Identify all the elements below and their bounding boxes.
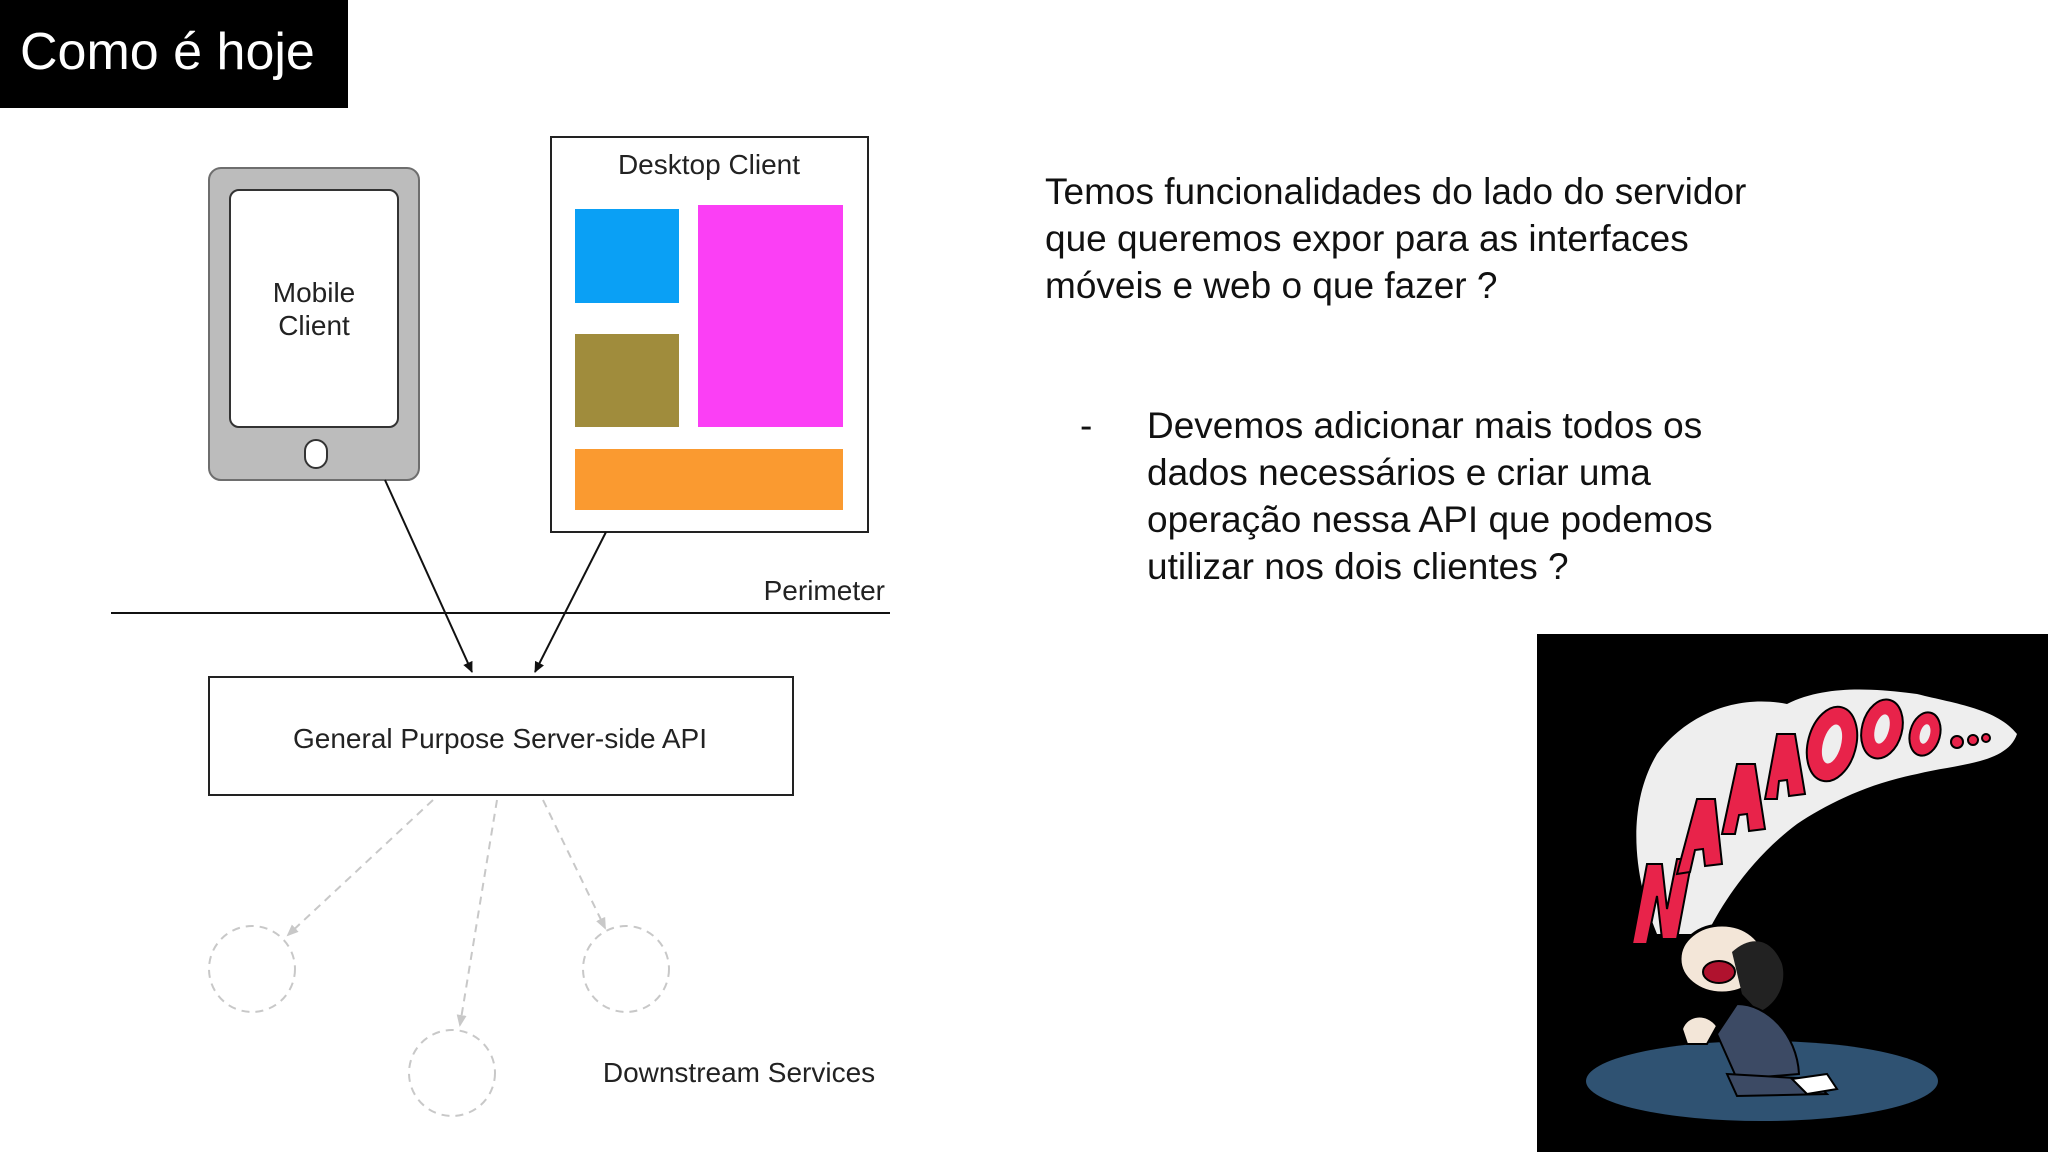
question-paragraph: Temos funcionalidades do lado do servido… [1045,171,1747,306]
api-box-label: General Purpose Server-side API [293,723,707,754]
mobile-client-device: Mobile Client [208,167,420,481]
desktop-client-label: Desktop Client [618,149,800,180]
api-box [208,676,794,796]
perimeter-label: Perimeter [764,575,885,606]
desktop-panel-magenta [698,205,843,427]
screaming-cartoon-image [1537,634,2048,1152]
downstream-services-label: Downstream Services [603,1057,875,1088]
desktop-to-api-arrow [534,531,607,673]
downstream-service-circle-right [582,925,670,1013]
shout-lettering [1630,698,1991,945]
home-button-icon [304,439,328,469]
downstream-service-circle-middle [408,1029,496,1117]
mobile-client-label-line1: Mobile [273,277,355,308]
api-to-service-left-arrow [286,799,434,937]
shout-inner [1821,714,1931,764]
bullet-dash: - [1080,405,1093,446]
desktop-panel-olive [575,334,679,427]
bullet-text: Devemos adicionar mais todos os dados ne… [1147,405,1713,587]
downstream-service-circle-left [208,925,296,1013]
api-to-service-middle-arrow [456,799,498,1027]
mobile-to-api-arrow [384,479,473,673]
mobile-client-label-line2: Client [278,310,350,341]
desktop-panel-orange [575,449,843,510]
slide-title: Como é hoje [20,23,315,81]
slide-title-bar: Como é hoje [0,0,348,108]
api-to-service-right-arrow [542,799,606,930]
screaming-boy [1678,923,1839,1098]
architecture-diagram: Mobile Client Desktop Client Perimeter G… [111,136,890,1117]
desktop-client-box: Desktop Client [550,136,869,533]
desktop-panel-blue [575,209,679,303]
